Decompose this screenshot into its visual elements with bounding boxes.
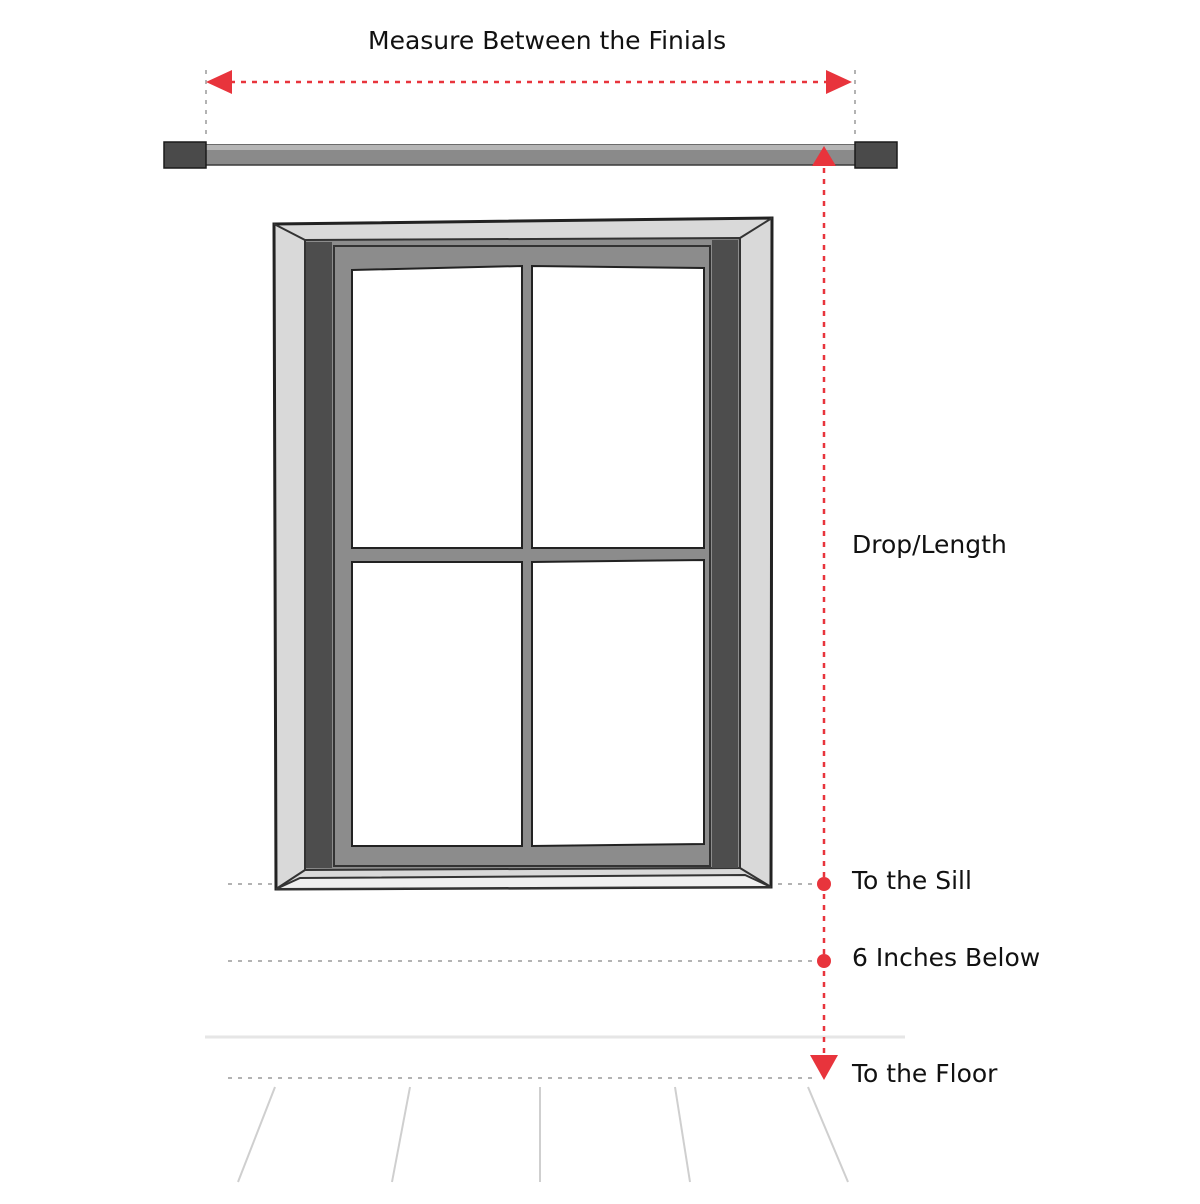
width-arrow-left-head xyxy=(206,70,232,94)
window-pane-bottom-left xyxy=(351,561,523,847)
floor-board-line xyxy=(237,1086,276,1183)
floor-board-line xyxy=(391,1086,411,1183)
floor xyxy=(205,1035,905,1183)
floor-board-line xyxy=(807,1086,849,1183)
six-inches-below-label: 6 Inches Below xyxy=(852,943,1041,972)
to-the-floor-label: To the Floor xyxy=(852,1059,998,1088)
bevel-line xyxy=(739,217,773,239)
to-the-sill-label: To the Sill xyxy=(852,866,972,895)
drop-arrow-bottom-head xyxy=(810,1055,838,1080)
window xyxy=(272,216,774,891)
left-jamb-shadow xyxy=(306,242,332,868)
left-finial xyxy=(163,141,207,169)
floor-board-line xyxy=(674,1086,691,1183)
window-pane-top-left xyxy=(351,264,523,549)
right-jamb-shadow xyxy=(712,240,738,868)
drop-measurement-arrow xyxy=(810,146,838,1080)
drop-length-label: Drop/Length xyxy=(852,530,1007,559)
bevel-line xyxy=(273,223,306,241)
curtain-rod xyxy=(163,141,898,169)
width-label: Measure Between the Finials xyxy=(368,26,727,55)
window-pane-bottom-right xyxy=(531,558,705,848)
drop-arrow-top-head xyxy=(812,146,836,166)
rod-highlight xyxy=(205,145,857,150)
window-pane-top-right xyxy=(531,264,705,549)
width-arrow-right-head xyxy=(826,70,852,94)
width-measurement-arrow xyxy=(206,70,852,94)
window-sill xyxy=(275,873,772,890)
right-finial xyxy=(854,141,898,169)
sill-marker-dot xyxy=(817,877,831,891)
six-inches-marker-dot xyxy=(817,954,831,968)
